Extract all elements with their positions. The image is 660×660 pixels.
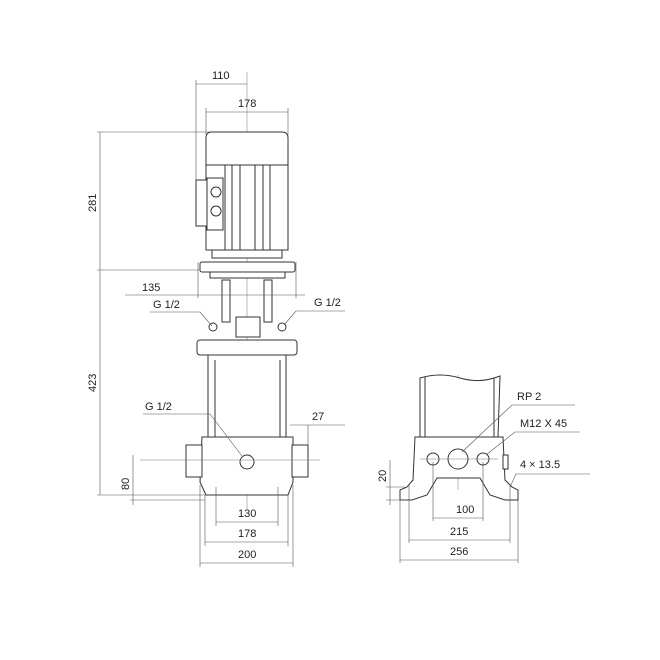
rp2-label: RP 2	[517, 391, 541, 403]
dim-130: 130	[238, 508, 256, 520]
motor-stool	[209, 271, 286, 279]
coupling-guard	[235, 316, 261, 338]
terminal-box-cover	[206, 177, 224, 231]
coupling-rod	[221, 279, 231, 323]
motor-fan-cover	[205, 131, 289, 166]
leader-line	[283, 310, 345, 326]
pump-sleeve	[207, 354, 287, 438]
leader-line	[150, 311, 213, 327]
motor-flange	[199, 261, 296, 273]
dim-215: 215	[450, 526, 468, 538]
side-view: RP 2 M12 X 45 4 × 13.5 20 100 215 256	[377, 374, 590, 563]
dim-256: 256	[450, 546, 468, 558]
dim-80: 80	[120, 478, 132, 490]
dim-178-motor: 178	[238, 98, 256, 110]
leader-line	[485, 431, 580, 456]
port-drain-label: G 1/2	[145, 401, 172, 413]
drain-port	[239, 454, 255, 470]
motor	[195, 131, 296, 279]
outlet-boss	[291, 444, 309, 478]
dim-100: 100	[456, 504, 474, 516]
leader-line	[509, 473, 590, 488]
pump-base	[140, 436, 320, 496]
bolt-label: M12 X 45	[520, 418, 567, 430]
dim-27: 27	[312, 411, 324, 423]
port-left-label: G 1/2	[153, 299, 180, 311]
dim-178-base: 178	[238, 528, 256, 540]
pump-head	[196, 339, 298, 356]
leader-line	[143, 413, 243, 457]
dim-423: 423	[87, 374, 99, 392]
sleeve-body	[207, 354, 287, 438]
cable-gland	[210, 205, 222, 217]
cable-gland	[210, 186, 222, 198]
dim-135: 135	[142, 282, 160, 294]
motor-neck	[211, 249, 283, 259]
coupling-rod	[263, 279, 273, 323]
pump-column	[419, 374, 501, 438]
front-view: 110 178 281 135 G 1/2 G 1/2 423 G 1/2 27	[87, 70, 345, 567]
dim-110: 110	[212, 70, 230, 82]
dimensions-front: 110 178 281 135 G 1/2 G 1/2 423 G 1/2 27	[87, 70, 345, 567]
holes-label: 4 × 13.5	[520, 459, 560, 471]
inlet-boss	[185, 444, 203, 478]
leader-line	[461, 404, 575, 453]
dim-281: 281	[87, 194, 99, 212]
coupling	[208, 279, 287, 338]
dim-200: 200	[238, 549, 256, 561]
dimensions-side: RP 2 M12 X 45 4 × 13.5 20 100 215 256	[377, 391, 590, 563]
dim-20: 20	[377, 470, 389, 482]
drain-plug	[502, 454, 509, 470]
motor-cooling-fins	[224, 165, 271, 250]
port-right-label: G 1/2	[314, 297, 341, 309]
